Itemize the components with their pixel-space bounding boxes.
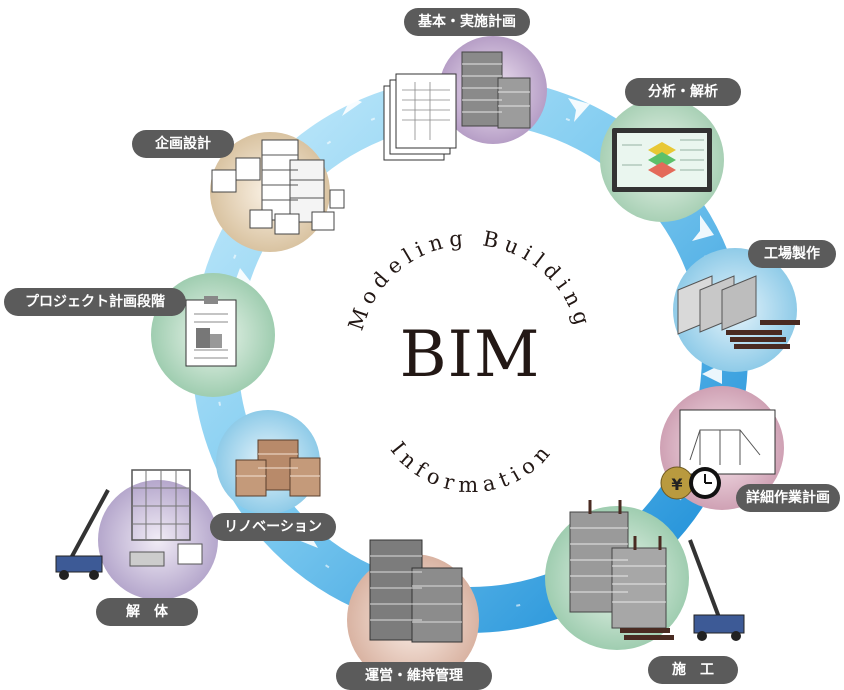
label-planning-design: 企画設計 [132,130,234,158]
demolition-frame-icon [55,469,203,580]
currency-yen-icon: ¥ [660,466,694,500]
factory-panels-icon [677,275,800,349]
label-factory: 工場製作 [748,240,836,268]
crane-icon [688,539,745,641]
analysis-monitor-icon [612,128,712,192]
label-analysis: 分析・解析 [625,78,741,106]
label-renovation: リノベーション [210,513,336,541]
detail-plan-icon [679,409,776,475]
clock-icon [689,467,721,499]
operation-buildings-icon [369,539,463,643]
label-project-planning: プロジェクト計画段階 [4,288,186,316]
renovation-building-icon [235,439,321,497]
ring-bottom-text: Information [386,437,558,497]
bim-title: BIM [399,318,541,392]
svg-text:¥: ¥ [671,475,682,494]
label-operation: 運営・維持管理 [336,662,492,690]
construction-site-icon [569,500,674,640]
drawings-and-building-icon [383,51,531,161]
label-demolition: 解 体 [96,598,198,626]
label-construction: 施 工 [648,656,738,684]
label-detail-plan: 詳細作業計画 [736,484,840,512]
label-basic-plan: 基本・実施計画 [404,8,530,36]
planning-model-icon [211,139,345,235]
project-document-icon [185,296,237,367]
